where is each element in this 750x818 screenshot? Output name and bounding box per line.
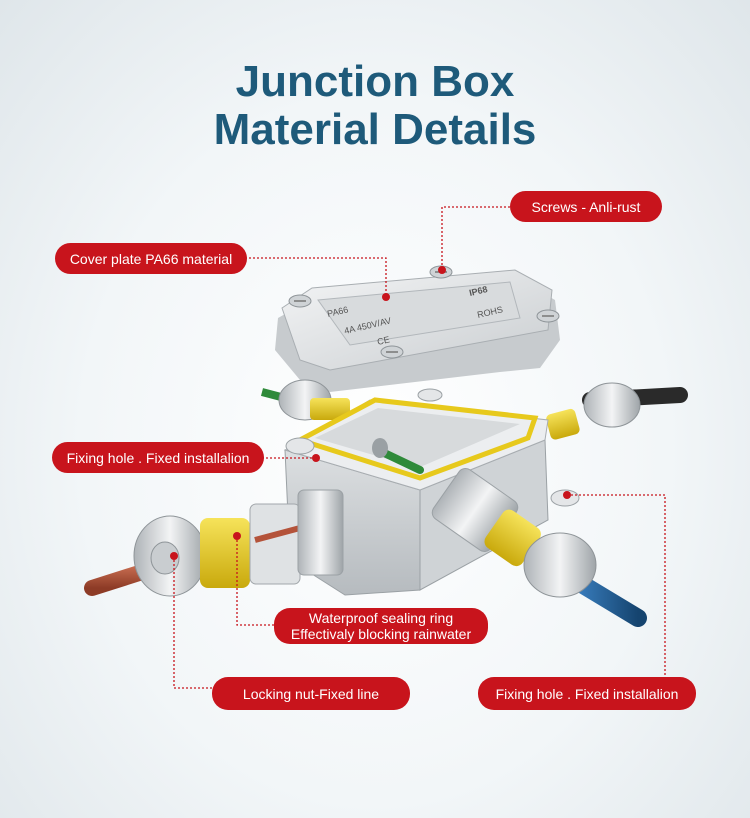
label-fixing-hole-left: Fixing hole . Fixed installalion xyxy=(52,442,264,473)
label-sealing-ring-line2: Effectivaly blocking rainwater xyxy=(290,626,472,642)
back-right-gland xyxy=(546,382,641,440)
plate-text-ce: CE xyxy=(376,334,390,347)
label-screws: Screws - Anli-rust xyxy=(510,191,662,222)
screw-icon xyxy=(288,265,560,359)
cable-gland-icon xyxy=(84,489,344,597)
leader-lines xyxy=(173,206,666,694)
page-title-line1: Junction Box xyxy=(235,57,515,106)
plate-text-pa66: PA66 xyxy=(326,304,349,319)
page-title-line2: Material Details xyxy=(213,105,537,154)
cover-plate: PA66 IP68 4A 450V/AV CE ROHS xyxy=(275,269,560,392)
label-cover-plate: Cover plate PA66 material xyxy=(55,243,247,274)
label-sealing-ring-line1: Waterproof sealing ring xyxy=(308,610,454,626)
back-left-gland xyxy=(260,379,350,421)
cable-gland-icon xyxy=(431,467,647,627)
label-sealing-ring: Waterproof sealing ring Effectivaly bloc… xyxy=(274,608,488,644)
plate-text-ip68: IP68 xyxy=(468,284,488,298)
label-locking-nut: Locking nut-Fixed line xyxy=(212,677,410,710)
label-fixing-hole-right: Fixing hole . Fixed installalion xyxy=(478,677,696,710)
leader-dots xyxy=(170,266,571,560)
